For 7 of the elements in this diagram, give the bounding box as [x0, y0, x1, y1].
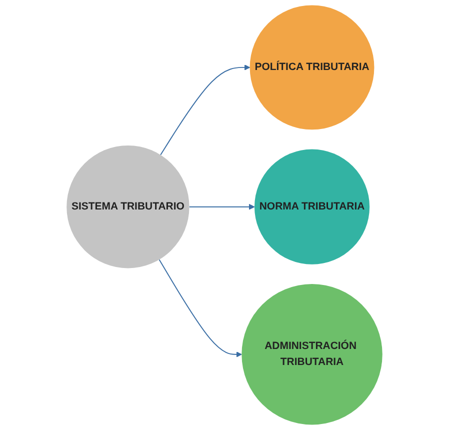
- arrow: [158, 259, 242, 358]
- node-circle: NORMA TRIBUTARIA: [254, 149, 370, 264]
- arrow: [160, 64, 250, 156]
- node-circle: ADMINISTRACIÓN TRIBUTARIA: [242, 284, 382, 425]
- arrow: [188, 204, 255, 210]
- node-circle: SISTEMA TRIBUTARIO: [66, 146, 190, 268]
- node-circle: POLÍTICA TRIBUTARIA: [250, 5, 374, 130]
